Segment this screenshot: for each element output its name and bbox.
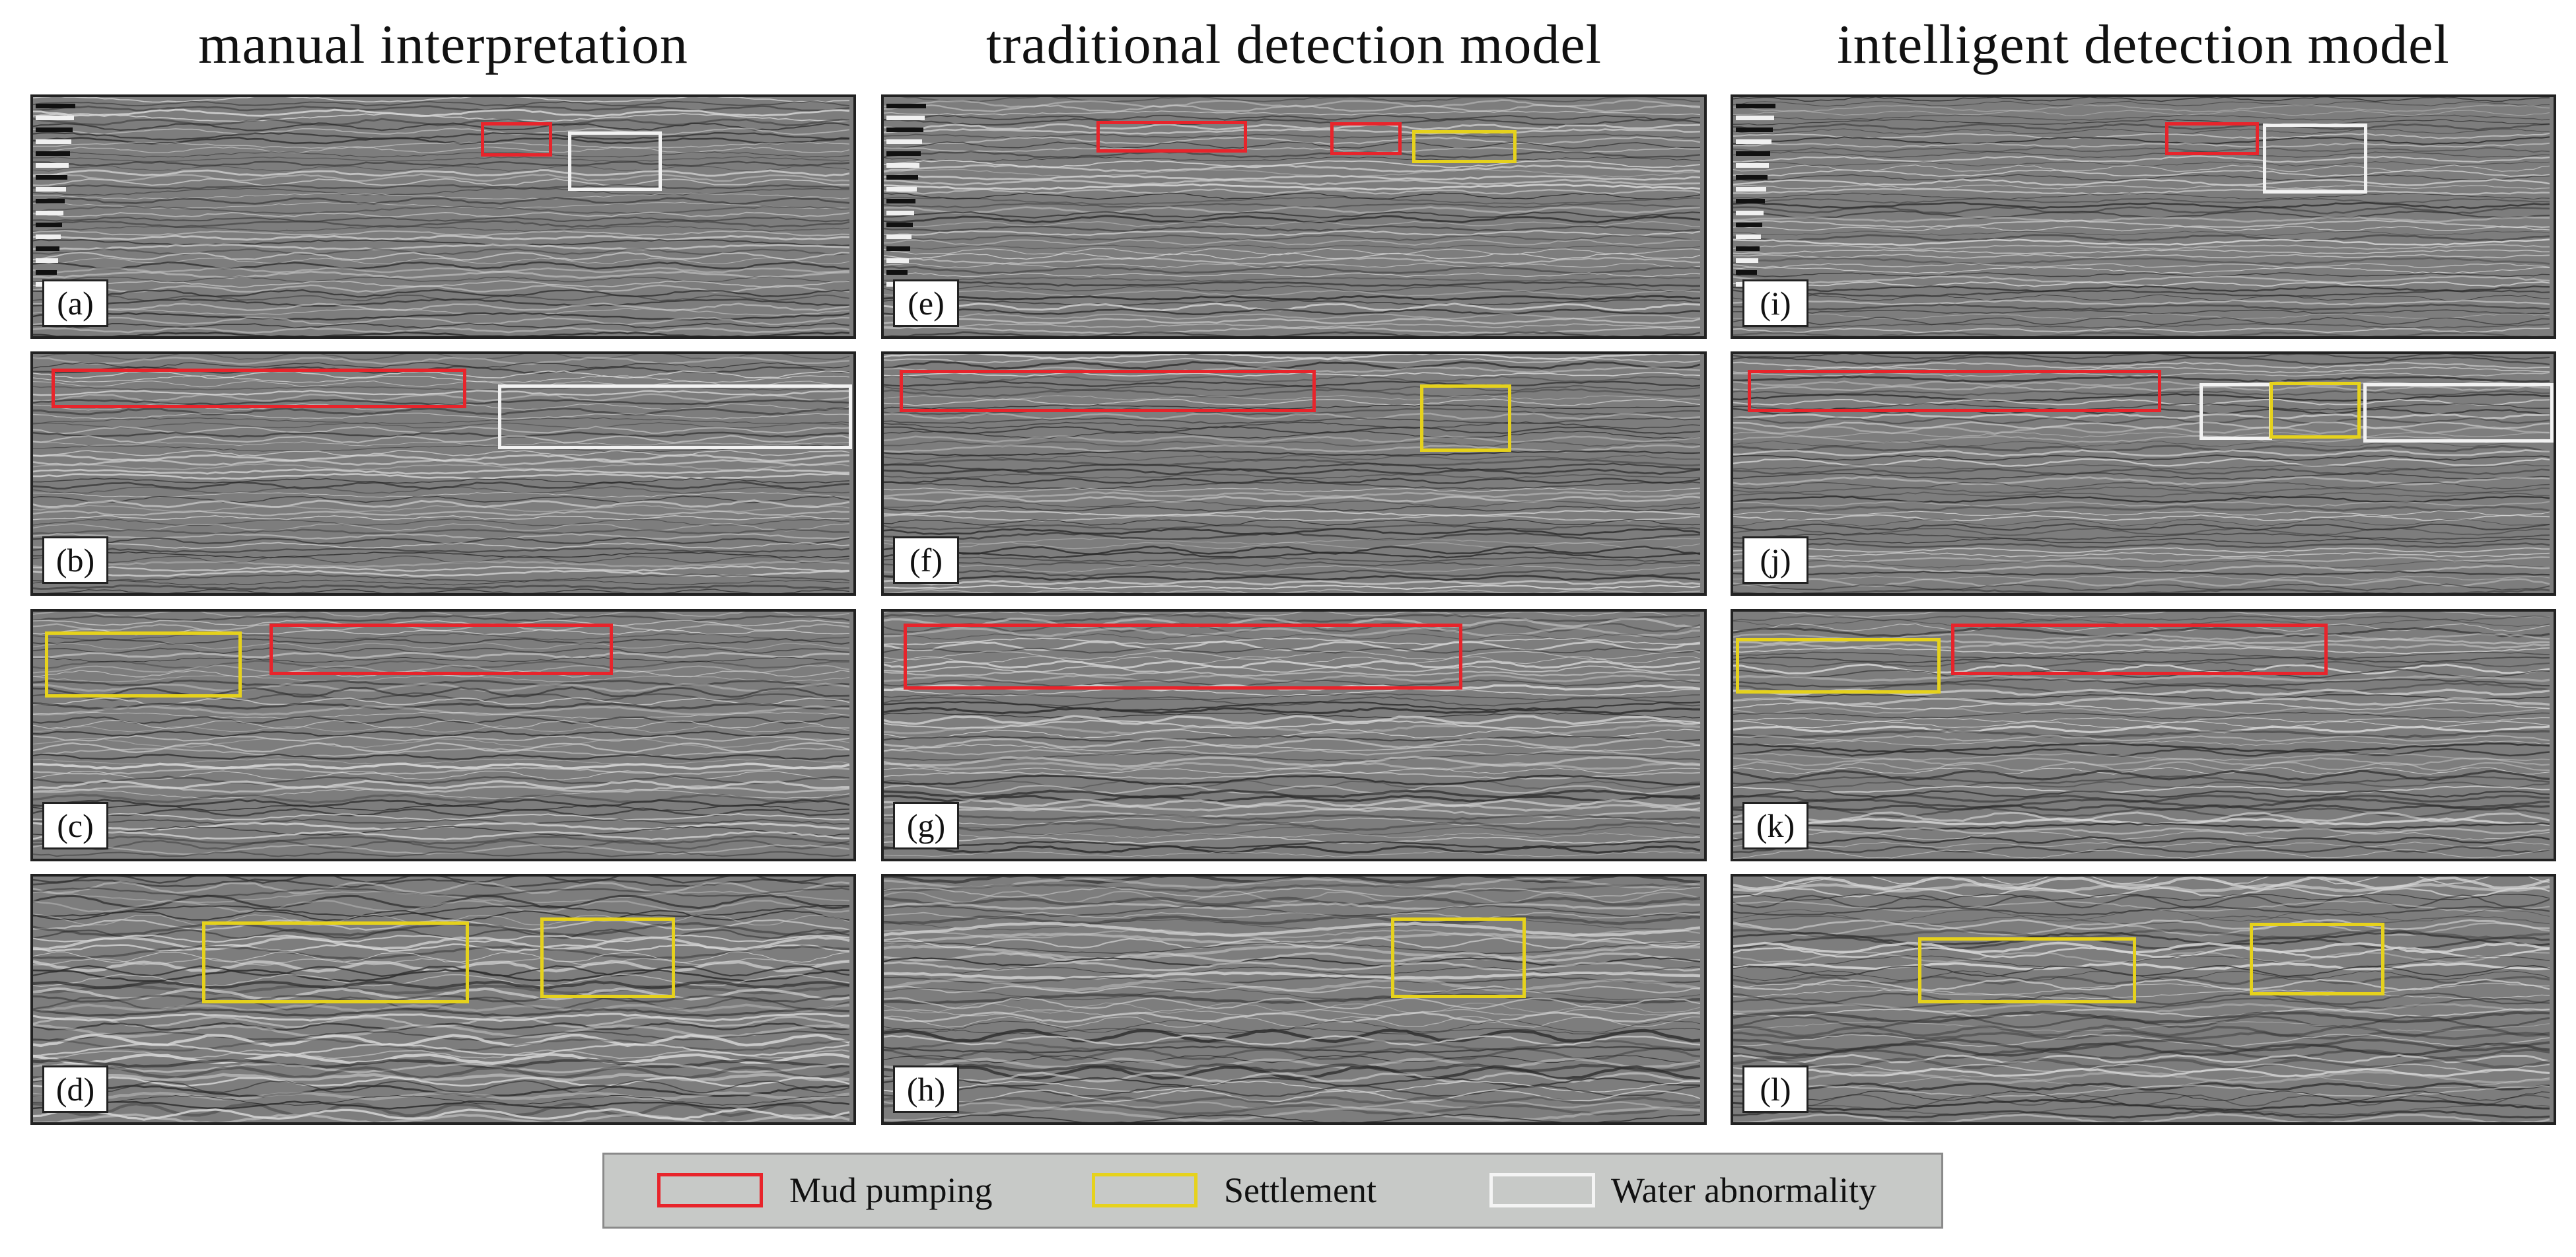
settlement-box — [1420, 384, 1511, 452]
panel-label: (d) — [42, 1065, 108, 1113]
radar-panel-h: (h) — [881, 874, 1707, 1125]
water-abnormality-box — [568, 131, 662, 191]
water-abnormality-box — [2200, 383, 2272, 440]
radar-panel-l: (l) — [1731, 874, 2556, 1125]
panel-label: (l) — [1742, 1065, 1808, 1113]
panel-label: (i) — [1742, 279, 1808, 327]
radar-panel-f: (f) — [881, 351, 1707, 596]
mud-pumping-box — [52, 369, 466, 408]
water-abnormality-box — [2263, 124, 2367, 194]
column-title-intelligent: intelligent detection model — [1837, 14, 2450, 75]
column-title-traditional: traditional detection model — [985, 14, 1602, 75]
radargram-texture — [33, 877, 853, 1122]
panel-label: (k) — [1742, 802, 1808, 849]
legend-item-mud-pumping: Mud pumping — [657, 1155, 1027, 1227]
mud-pumping-box — [269, 624, 613, 675]
mud-pumping-box — [2165, 122, 2259, 155]
mud-pumping-box — [481, 122, 552, 157]
radar-panel-a: (a) — [30, 94, 856, 339]
panel-label: (b) — [42, 536, 108, 584]
mud-pumping-box — [900, 370, 1316, 412]
settlement-box — [1412, 130, 1517, 163]
radar-panel-c: (c) — [30, 609, 856, 861]
mud-pumping-swatch — [657, 1173, 763, 1207]
settlement-box — [1391, 917, 1526, 998]
radar-panel-g: (g) — [881, 609, 1707, 861]
panel-label: (j) — [1742, 536, 1808, 584]
radar-panel-j: (j) — [1731, 351, 2556, 596]
radargram-texture — [1733, 97, 2554, 336]
settlement-swatch — [1092, 1173, 1198, 1207]
settlement-box — [202, 921, 469, 1003]
legend-label-settlement: Settlement — [1224, 1170, 1377, 1210]
settlement-box — [1918, 937, 2136, 1003]
radargram-texture — [33, 612, 853, 859]
radargram-texture — [884, 354, 1704, 593]
radargram-texture — [1733, 354, 2554, 593]
settlement-box — [2250, 923, 2384, 995]
panel-label: (f) — [893, 536, 959, 584]
radar-panel-d: (d) — [30, 874, 856, 1125]
mud-pumping-box — [1096, 121, 1247, 153]
legend-label-mud-pumping: Mud pumping — [789, 1170, 993, 1210]
radar-panel-i: (i) — [1731, 94, 2556, 339]
radargram-texture — [1733, 877, 2554, 1122]
panel-label: (g) — [893, 802, 959, 849]
panel-label: (e) — [893, 279, 959, 327]
settlement-box — [1736, 638, 1941, 694]
mud-pumping-box — [1330, 122, 1402, 155]
radargram-texture — [884, 612, 1704, 859]
radar-panel-b: (b) — [30, 351, 856, 596]
mud-pumping-box — [1951, 624, 2328, 675]
radargram-texture — [884, 97, 1704, 336]
column-title-manual: manual interpretation — [198, 14, 688, 75]
legend-item-settlement: Settlement — [1092, 1155, 1435, 1227]
legend-label-water-abnormality: Water abnormality — [1611, 1170, 1877, 1210]
radar-panel-k: (k) — [1731, 609, 2556, 861]
radargram-texture — [884, 877, 1704, 1122]
mud-pumping-box — [1748, 370, 2161, 412]
radargram-texture — [33, 97, 853, 336]
legend: Mud pumping Settlement Water abnormality — [602, 1153, 1943, 1229]
settlement-box — [540, 917, 675, 998]
settlement-box — [45, 631, 242, 698]
panel-label: (c) — [42, 802, 108, 849]
legend-item-water-abnormality: Water abnormality — [1489, 1155, 1939, 1227]
water-abnormality-swatch — [1489, 1173, 1595, 1207]
water-abnormality-box — [498, 384, 852, 449]
radar-panel-e: (e) — [881, 94, 1707, 339]
panel-label: (h) — [893, 1065, 959, 1113]
panel-label: (a) — [42, 279, 108, 327]
settlement-box — [2270, 382, 2361, 439]
radargram-texture — [33, 354, 853, 593]
mud-pumping-box — [904, 624, 1462, 690]
water-abnormality-box — [2363, 383, 2554, 443]
